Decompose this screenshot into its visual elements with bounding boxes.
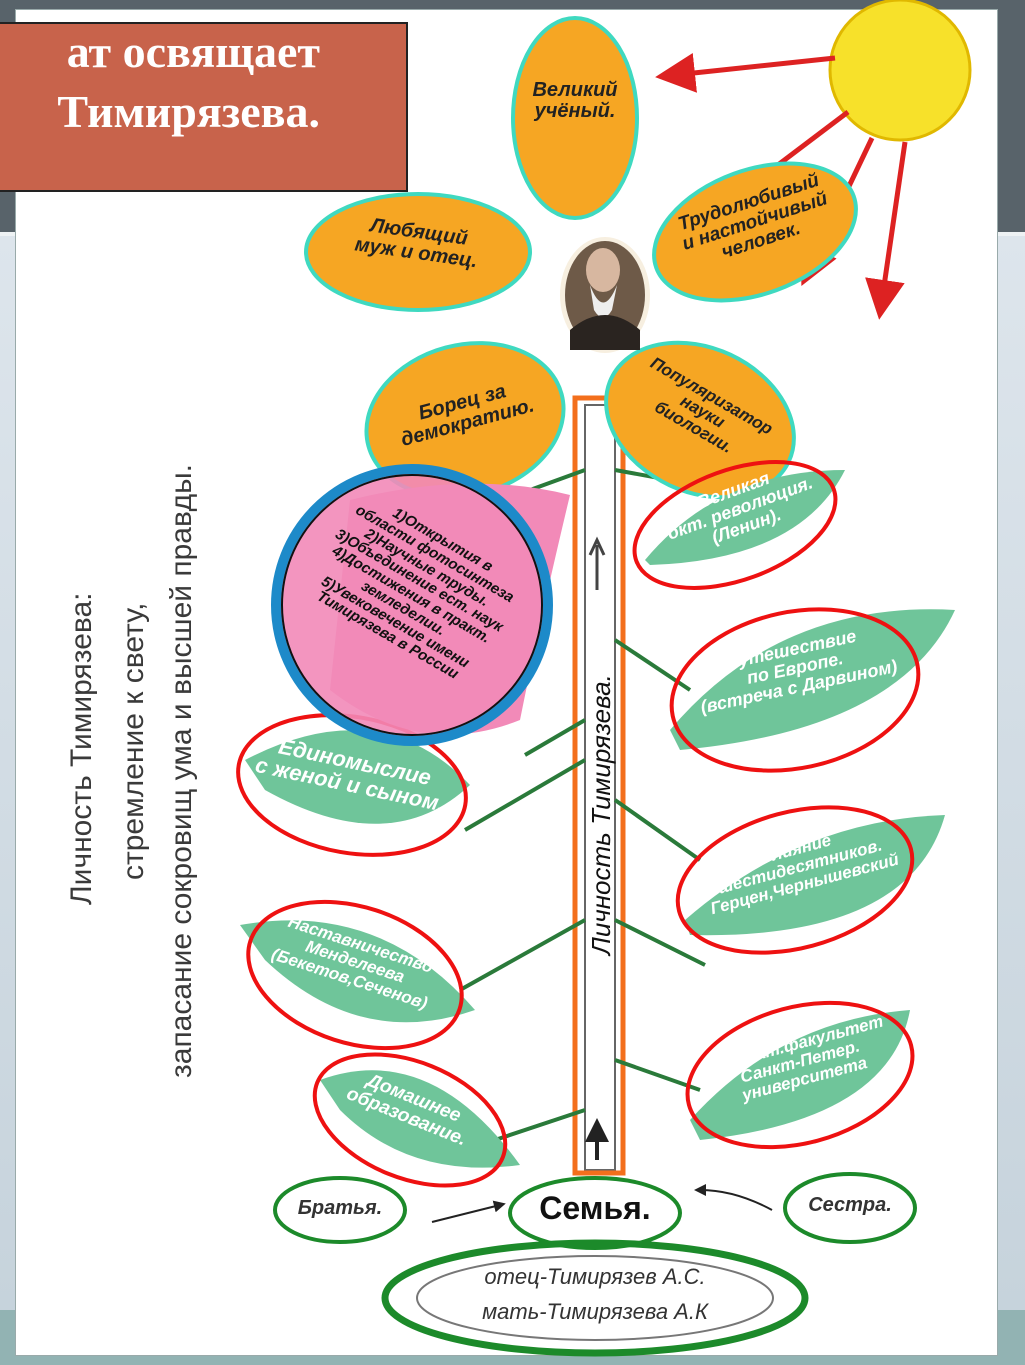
leaf-ring-revolution: [632, 460, 838, 590]
sun: [828, 0, 972, 142]
title-banner: [0, 22, 408, 192]
portrait-image: [560, 237, 650, 353]
sister-ring: [783, 1172, 917, 1244]
stem-arrow-up-icon: [588, 536, 606, 590]
side-caption-line2: стремление к свету,: [117, 602, 150, 880]
family-ring: [508, 1176, 682, 1250]
petal-loving-husband: [304, 192, 532, 312]
leaf-ring-home-education: [312, 1052, 508, 1188]
brothers-ring: [273, 1176, 407, 1244]
roots-father: отец-Тимирязев А.С.: [484, 1264, 706, 1289]
roots-mother: мать-Тимирязева А.К: [482, 1299, 708, 1324]
petal-label-great-scientist: Великий учёный.: [532, 79, 618, 122]
stem: [572, 395, 626, 1176]
leaf-ring-sixties: [675, 805, 915, 955]
banner-title: ат освящает Тимирязева.: [57, 26, 320, 137]
leaves: [236, 460, 955, 1188]
roots-brothers: Братья.: [297, 1197, 383, 1219]
petals: [304, 16, 858, 500]
achievements-circle: [271, 464, 570, 746]
stem-label: Личность Тимирязева.: [586, 674, 616, 955]
roots: [273, 1172, 917, 1357]
stem-highlight-box: [572, 395, 626, 1176]
leaf-ring-travel: [669, 607, 921, 773]
petal-great-scientist: [511, 16, 639, 220]
side-caption-line1: Личность Тимирязева:: [65, 592, 98, 906]
roots-sister: Сестра.: [808, 1194, 892, 1216]
leaf-ring-mentorship: [246, 899, 464, 1051]
side-caption-line3: запасание сокровищ ума и высшей правды.: [165, 464, 198, 1078]
leaf-ring-faculty: [685, 1000, 915, 1150]
parents-ring: [381, 1239, 809, 1357]
petal-hardworking: [652, 161, 858, 303]
roots-family: Семья.: [539, 1190, 651, 1226]
